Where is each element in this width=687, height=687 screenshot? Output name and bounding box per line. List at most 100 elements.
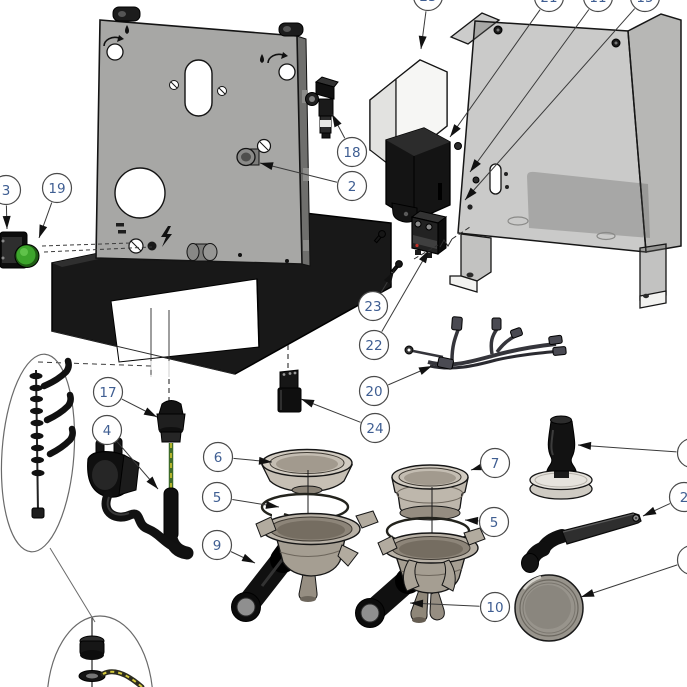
callout-label: 23 <box>419 0 436 5</box>
panel-hole <box>278 63 296 81</box>
callout-circle <box>359 412 391 444</box>
outer-housing <box>449 12 682 309</box>
callout-circle <box>92 376 124 408</box>
leader-arrowhead <box>146 476 158 489</box>
leader-arrowhead <box>301 399 315 408</box>
leader-arrowhead <box>465 187 477 200</box>
callout-circle <box>676 545 687 575</box>
callout-circle <box>41 172 73 204</box>
callout-label: 15 <box>636 0 653 6</box>
callout-label: 18 <box>343 145 360 161</box>
housing-slot <box>489 163 502 195</box>
callout-label: 11 <box>589 0 606 6</box>
housing-screw <box>467 204 473 210</box>
drop-icon <box>260 54 264 63</box>
leader-arrowhead <box>581 589 595 597</box>
callout-circle <box>336 136 368 168</box>
callout-label: 19 <box>48 181 65 197</box>
callout-circle <box>413 0 443 12</box>
power-cord-plug <box>87 437 190 557</box>
leader-line <box>449 9 541 138</box>
leader-line <box>381 249 430 332</box>
ssr-screws <box>373 230 403 274</box>
callout-label: 21 <box>540 0 557 6</box>
callout-circle <box>583 0 613 13</box>
rotation-arrow-icon <box>267 53 284 64</box>
leader-arrowhead <box>578 441 592 450</box>
panel-hole <box>147 241 157 251</box>
rotation-arrow-icon <box>103 36 120 47</box>
power-cable <box>101 490 190 557</box>
callout-circle <box>202 441 234 473</box>
callout-label: 20 <box>365 384 382 400</box>
portafilter-double <box>355 527 486 628</box>
nut-detail-ellipse <box>47 615 153 687</box>
blind-filter-disc <box>514 574 584 642</box>
power-switch <box>0 231 40 269</box>
leader-arrowhead <box>643 506 657 516</box>
boiler <box>385 127 451 222</box>
leader-arrowhead <box>258 456 272 465</box>
callout-label: 22 <box>365 338 382 354</box>
callout-circle <box>630 0 660 13</box>
leader-arrowhead <box>470 159 481 172</box>
leader-arrowhead <box>418 35 427 49</box>
callout-circle <box>534 0 564 13</box>
ssr-dashed-links <box>413 226 471 260</box>
drop-icon <box>125 25 129 34</box>
leader-line <box>580 564 678 598</box>
callout-label: 5 <box>490 515 499 531</box>
hinge-screw-right <box>278 22 304 37</box>
leader-arrowhead <box>265 500 279 509</box>
callout-circle <box>201 481 233 513</box>
callout-label: 24 <box>366 421 383 437</box>
callout-circle <box>668 481 687 513</box>
ground-wire <box>100 669 145 687</box>
leader-arrowhead <box>410 599 424 608</box>
callout-label: 17 <box>99 385 116 401</box>
leader-line <box>469 9 590 173</box>
filter-basket-single <box>260 448 354 495</box>
callout-label: 4 <box>103 423 112 439</box>
callout-label: 3 <box>2 183 11 199</box>
housing-screw <box>472 176 480 184</box>
panel-hole <box>106 43 124 61</box>
leader-arrowhead <box>465 516 479 525</box>
panel-large-hole <box>114 167 166 219</box>
tamper <box>529 415 593 500</box>
callout-circle <box>0 174 22 206</box>
switch-connector <box>277 369 302 413</box>
leader-arrowhead <box>241 553 255 563</box>
callout-label: 5 <box>213 490 222 506</box>
ssr-relay <box>410 210 448 258</box>
callout-label: 9 <box>213 538 222 554</box>
panel-fitting <box>236 138 272 167</box>
anti-vacuum-valve <box>305 76 339 139</box>
filter-basket-double <box>391 464 469 521</box>
housing-screw <box>454 142 462 150</box>
callout-circle <box>357 290 389 322</box>
callout-label: 2 <box>680 490 687 506</box>
callout-label: 7 <box>491 456 500 472</box>
leader-arrowhead <box>450 124 461 137</box>
ssr-led <box>415 243 419 248</box>
callout-circle <box>358 329 390 361</box>
callout-circle <box>91 414 123 446</box>
callout-label: 10 <box>486 600 503 616</box>
leader-arrowhead <box>260 162 274 171</box>
leader-line <box>464 8 636 201</box>
leader-arrowhead <box>332 114 342 128</box>
hinge-screw-left <box>112 6 141 22</box>
panel-edge-tab <box>303 240 309 251</box>
panel-stud <box>186 243 218 262</box>
leader-arrowhead <box>383 271 394 285</box>
panel-slot <box>184 59 213 117</box>
callout-circle <box>336 170 368 202</box>
back-panel <box>95 6 311 267</box>
portafilter-single <box>231 510 379 622</box>
callout-circle <box>201 529 233 561</box>
leader-arrowhead <box>143 407 157 417</box>
callout-circle <box>358 375 390 407</box>
